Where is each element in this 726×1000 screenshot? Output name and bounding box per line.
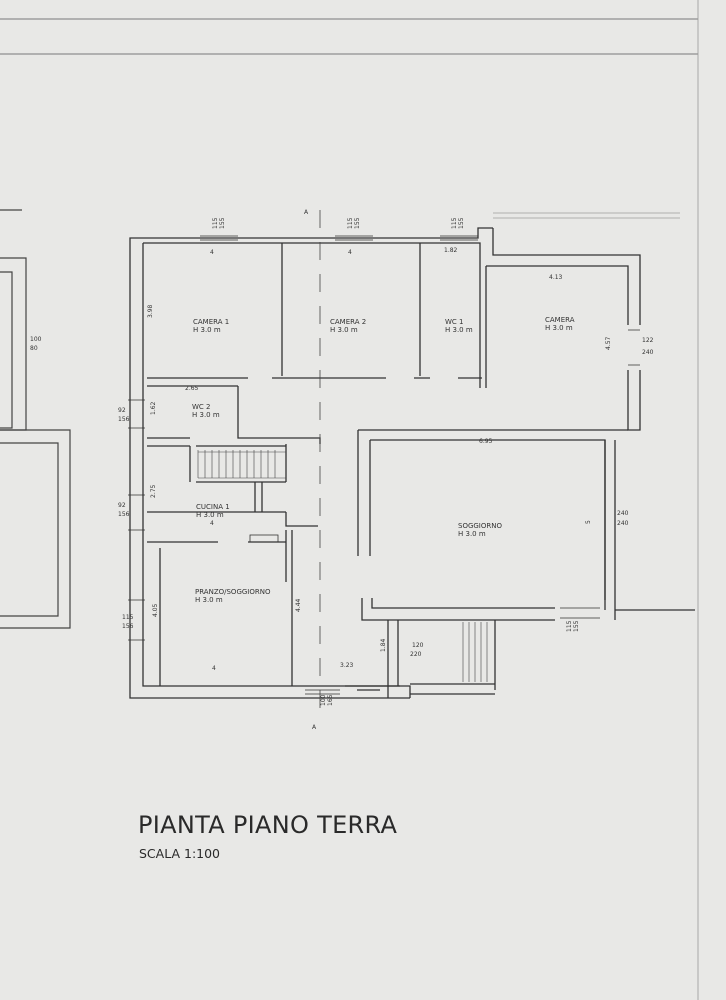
dimension-label: 3.98: [147, 304, 154, 318]
opening-label: 220: [410, 651, 422, 658]
dimension-label: 4.05: [152, 603, 159, 617]
dimension-label: 4: [210, 249, 214, 256]
opening-label: 240: [642, 349, 654, 356]
dimension-label: 1.62: [150, 401, 157, 415]
plan-scale: SCALA 1:100: [139, 846, 221, 861]
room-name: CUCINA 1: [196, 503, 230, 511]
section-marker-top: A: [304, 209, 309, 216]
room-name: PRANZO/SOGGIORNO: [195, 588, 271, 596]
dimension-label: 1.84: [380, 638, 387, 652]
opening-label: 115: [566, 620, 573, 632]
dimension-label: 3.23: [340, 662, 354, 669]
dimension-label: 4: [212, 665, 216, 672]
room-name: SOGGIORNO: [458, 522, 502, 530]
opening-label: 80: [30, 345, 38, 352]
dimension-label: 2.75: [150, 484, 157, 498]
opening-label: 100: [30, 336, 42, 343]
opening-label: 120: [412, 642, 424, 649]
site-boundary: [493, 212, 680, 219]
room-height: H 3.0 m: [545, 324, 573, 332]
opening-label: 115: [347, 217, 354, 229]
opening-label: 155: [458, 217, 465, 229]
opening-label: 100: [320, 694, 327, 706]
room-name: CAMERA: [545, 316, 575, 324]
room-height: H 3.0 m: [196, 511, 224, 519]
opening-label: 115: [451, 217, 458, 229]
room-height: H 3.0 m: [192, 411, 220, 419]
plan-title: PIANTA PIANO TERRA: [138, 811, 398, 839]
section-marker-bottom: A: [312, 724, 317, 731]
opening-label: 92: [118, 502, 126, 509]
dimension-label: 4: [348, 249, 352, 256]
dimension-label: 4.44: [295, 598, 302, 612]
walls: [129, 227, 695, 699]
dimension-label: 4: [210, 520, 214, 527]
opening-label: 165: [327, 694, 334, 706]
opening-label: 156: [122, 623, 134, 630]
room-height: H 3.0 m: [195, 596, 223, 604]
opening-label: 156: [118, 416, 130, 423]
opening-label: 122: [642, 337, 654, 344]
dimension-label: 4.13: [549, 274, 563, 281]
room-height: H 3.0 m: [445, 326, 473, 334]
dimension-label: 2.65: [185, 385, 199, 392]
dimension-label: 5: [585, 520, 592, 524]
opening-label: 155: [219, 217, 226, 229]
dimension-label: 4.57: [605, 336, 612, 350]
room-height: H 3.0 m: [193, 326, 221, 334]
opening-label: 156: [118, 511, 130, 518]
opening-label: 240: [617, 520, 629, 527]
windows: [128, 235, 640, 695]
stairs: [197, 450, 488, 682]
opening-label: 155: [354, 217, 361, 229]
room-name: CAMERA 2: [330, 318, 366, 326]
opening-label: 240: [617, 510, 629, 517]
room-name: WC 1: [445, 318, 464, 326]
room-height: H 3.0 m: [330, 326, 358, 334]
opening-label: 115: [212, 217, 219, 229]
room-name: CAMERA 1: [193, 318, 229, 326]
room-name: WC 2: [192, 403, 211, 411]
opening-label: 115: [122, 614, 134, 621]
dimension-label: 1.82: [444, 247, 458, 254]
adjacent-building: [0, 209, 71, 629]
opening-label: 155: [573, 620, 580, 632]
room-height: H 3.0 m: [458, 530, 486, 538]
dimension-label: 6.95: [479, 438, 493, 445]
opening-label: 92: [118, 407, 126, 414]
